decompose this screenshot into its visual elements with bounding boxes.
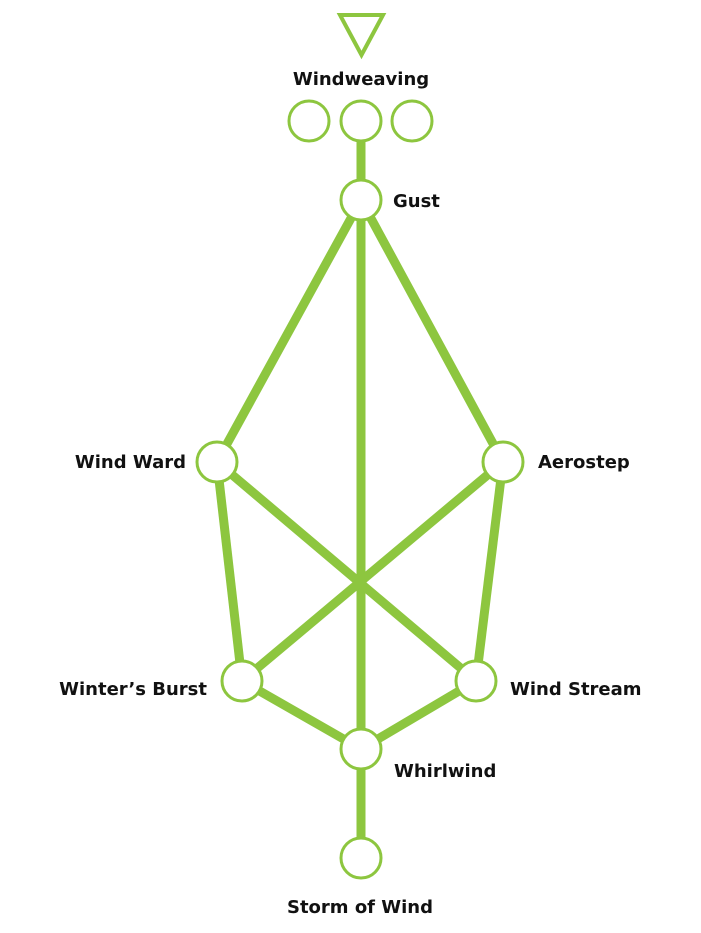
tree-slot-3	[390, 99, 434, 143]
node-label-gust: Gust	[393, 191, 440, 212]
node-storm-of-wind	[339, 836, 383, 880]
edge-wind-ward-to-wind-stream	[214, 458, 479, 685]
node-wind-stream	[454, 659, 498, 703]
nodes-layer	[195, 178, 525, 880]
node-gust	[339, 178, 383, 222]
edge-aerostep-to-wind-stream	[471, 461, 508, 682]
node-label-winters-burst: Winter’s Burst	[59, 679, 207, 700]
edge-aerostep-to-winters-burst	[239, 458, 506, 685]
edge-gust-to-wind-ward	[213, 197, 365, 465]
tree-title: Windweaving	[293, 69, 429, 90]
tree-slots	[287, 99, 434, 143]
tree-slot-1	[287, 99, 331, 143]
edge-gust-to-aerostep	[357, 197, 507, 465]
edge-wind-stream-to-whirlwind	[358, 677, 479, 753]
edge-wind-ward-to-winters-burst	[212, 461, 247, 682]
node-wind-ward	[195, 440, 239, 484]
node-aerostep	[481, 440, 525, 484]
edge-winters-burst-to-whirlwind	[239, 677, 364, 753]
node-label-wind-ward: Wind Ward	[75, 452, 186, 473]
node-winters-burst	[220, 659, 264, 703]
node-label-whirlwind: Whirlwind	[394, 761, 496, 782]
down-triangle-icon	[336, 13, 387, 60]
node-label-aerostep: Aerostep	[538, 452, 630, 473]
tree-slot-2	[339, 99, 383, 143]
node-whirlwind	[339, 727, 383, 771]
node-label-wind-stream: Wind Stream	[510, 679, 642, 700]
node-label-storm-of-wind: Storm of Wind	[287, 897, 433, 918]
